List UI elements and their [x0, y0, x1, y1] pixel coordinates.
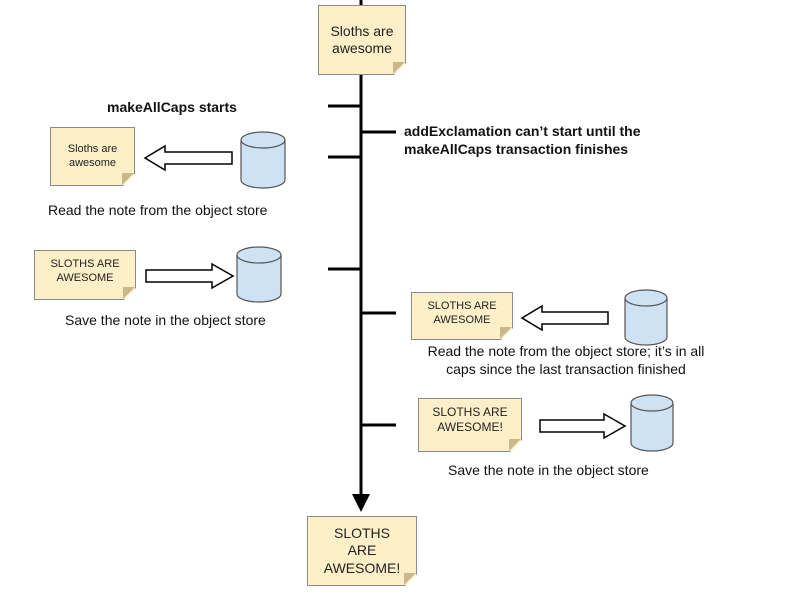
note-save-left-line-1: SLOTHS ARE: [50, 258, 120, 270]
note-top-line-2: awesome: [332, 40, 392, 56]
note-read-right-line-1: SLOTHS ARE: [427, 300, 497, 312]
note-bottom-line-1: SLOTHS: [333, 524, 390, 541]
note-read-left-line-1: Sloths are: [67, 142, 118, 155]
label-read-right-line-2: caps since the last transaction finished: [446, 361, 686, 377]
arrow-save-left-icon: [145, 262, 235, 290]
label-read-left: Read the note from the object store: [48, 202, 268, 218]
arrow-save-right-icon: [539, 412, 627, 440]
label-save-right: Save the note in the object store: [448, 462, 649, 478]
timeline-arrowhead: [352, 494, 370, 512]
database-read-right-icon: [624, 289, 668, 346]
database-read-left-icon: [240, 131, 286, 189]
note-top: Sloths are awesome: [318, 5, 406, 75]
arrow-read-left-icon: [143, 144, 233, 172]
note-top-line-1: Sloths are: [330, 22, 394, 39]
note-read-left-line-2: awesome: [68, 156, 117, 169]
label-add-exclamation-line-2: makeAllCaps transaction finishes: [404, 141, 629, 157]
note-save-left: SLOTHS ARE AWESOME: [34, 250, 136, 300]
note-bottom-line-3: AWESOME!: [323, 559, 401, 576]
note-bottom-line-2: ARE: [347, 542, 377, 559]
label-add-exclamation-line-1: addExclamation can’t start until the: [404, 123, 641, 139]
note-read-left: Sloths are awesome: [50, 127, 135, 186]
database-save-right-icon: [630, 394, 674, 452]
note-save-right: SLOTHS ARE AWESOME!: [418, 398, 522, 452]
note-save-right-line-2: AWESOME!: [437, 420, 503, 434]
label-save-left: Save the note in the object store: [65, 312, 266, 328]
note-read-right: SLOTHS ARE AWESOME: [411, 292, 513, 340]
label-add-exclamation-wait: addExclamation can’t start until the mak…: [404, 122, 641, 158]
label-read-right: Read the note from the object store; it’…: [400, 342, 732, 378]
note-save-left-line-2: AWESOME: [56, 271, 114, 284]
note-read-right-line-2: AWESOME: [433, 313, 491, 326]
note-bottom: SLOTHS ARE AWESOME!: [307, 516, 417, 586]
label-read-right-line-1: Read the note from the object store; it’…: [427, 343, 705, 359]
note-save-right-line-1: SLOTHS ARE: [432, 405, 508, 419]
arrow-read-right-icon: [520, 304, 609, 332]
database-save-left-icon: [236, 246, 282, 303]
label-make-all-caps-starts: makeAllCaps starts: [107, 99, 237, 115]
